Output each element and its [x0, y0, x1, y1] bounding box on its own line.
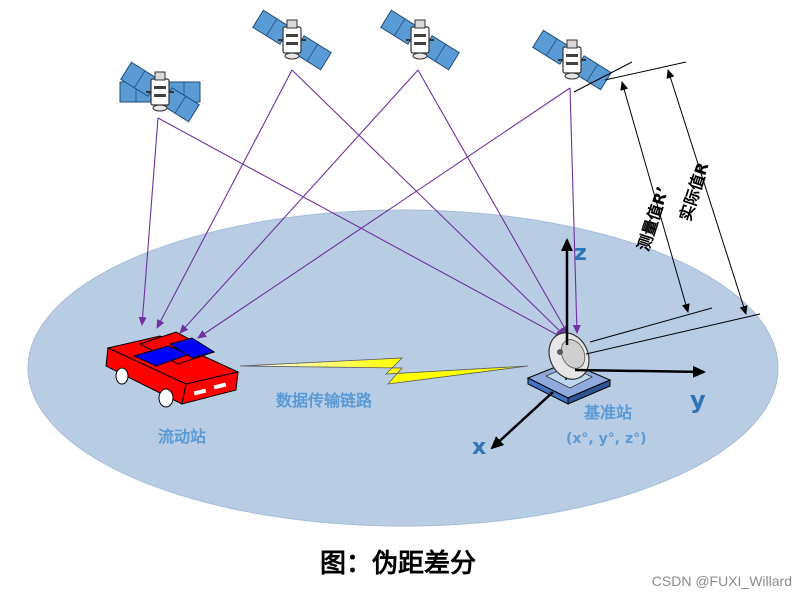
figure-caption: 图：伪距差分	[320, 548, 476, 579]
axis-x-line	[490, 391, 554, 450]
axis-y-line	[574, 365, 706, 378]
base-station-label: 基准站	[583, 403, 632, 422]
signal-sat4-base	[569, 87, 581, 334]
actual-range-arrow	[666, 69, 748, 315]
data-link-label: 数据传输链路	[276, 391, 373, 410]
watermark: CSDN @FUXI_Willard	[652, 573, 792, 589]
rover-car-icon	[105, 331, 240, 408]
satellite-4	[532, 29, 612, 91]
signal-sat4-rover	[197, 87, 571, 339]
signal-sat1-base	[157, 117, 564, 339]
coordinate-axes	[490, 238, 706, 450]
range-measurement	[573, 61, 761, 355]
signal-sat2-base	[291, 69, 566, 337]
axis-y-label: y	[690, 386, 706, 414]
data-link-bolt	[239, 357, 529, 385]
signal-lines	[138, 69, 581, 339]
axis-x-label: x	[472, 435, 486, 460]
satellite-2	[252, 9, 332, 71]
rover-label: 流动站	[158, 427, 206, 446]
signal-sat3-rover	[179, 69, 419, 334]
base-station-icon	[526, 332, 612, 405]
axis-z-label: z	[574, 241, 587, 266]
satellite-3	[380, 9, 460, 71]
ground-plane	[27, 209, 779, 527]
measured-range-label: 测量值R’	[634, 184, 673, 253]
signal-sat2-rover	[156, 69, 293, 329]
base-coords-label: (x°, y°, z°)	[566, 431, 647, 447]
signal-sat1-rover	[138, 117, 159, 326]
signal-sat3-base	[417, 69, 569, 335]
